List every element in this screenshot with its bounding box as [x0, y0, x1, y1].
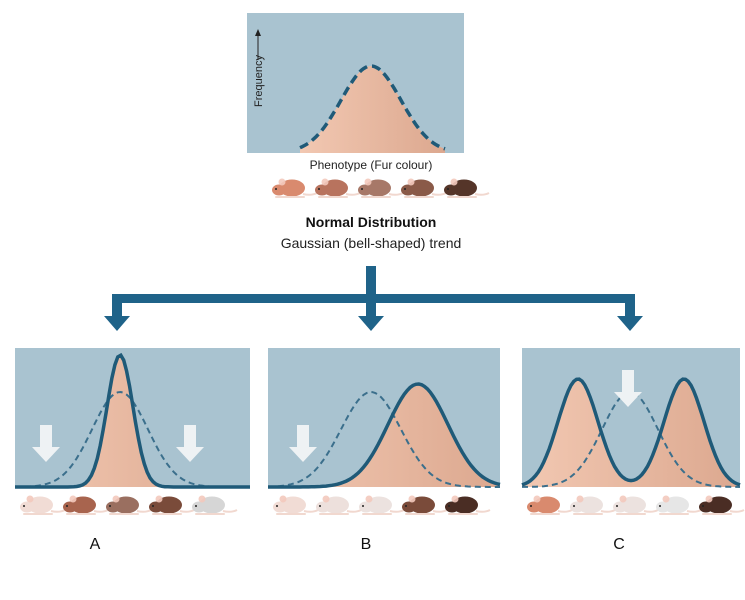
mouse-icon: [20, 495, 66, 515]
selected-distribution-fill: [15, 355, 250, 487]
panel-b: B: [267, 348, 501, 553]
mouse-icon: [358, 178, 404, 198]
title: Normal Distribution: [306, 214, 437, 230]
selected-distribution-curve: [521, 377, 741, 487]
subtitle: Gaussian (bell-shaped) trend: [281, 235, 462, 251]
mouse-icon: [570, 495, 616, 515]
mouse-icon: [359, 495, 405, 515]
branch-arrows: [104, 266, 643, 331]
mice-row: [20, 495, 238, 515]
mouse-icon: [613, 495, 659, 515]
top-distribution-panel: Frequency Phenotype (Fur colour) Normal …: [247, 13, 490, 251]
selection-pressure-arrow-icon: [176, 425, 204, 462]
mouse-icon: [656, 495, 702, 515]
panel-label: C: [613, 536, 625, 553]
selected-distribution-fill: [522, 379, 740, 487]
selection-pressure-arrow-icon: [614, 370, 642, 407]
panel-label: A: [90, 536, 101, 553]
selection-pressure-arrow-icon: [289, 425, 317, 462]
mouse-icon: [315, 178, 361, 198]
normal-curve: [299, 64, 446, 151]
y-axis-label: Frequency: [253, 55, 265, 107]
selected-distribution-curve: [15, 352, 250, 489]
mouse-icon: [401, 178, 447, 198]
mouse-icon: [63, 495, 109, 515]
x-axis-label: Phenotype (Fur colour): [310, 158, 433, 172]
mouse-icon: [402, 495, 448, 515]
original-distribution-curve: [267, 391, 500, 488]
normal-curve-fill: [300, 66, 445, 153]
panel-c: C: [521, 348, 745, 553]
mice-row: [527, 495, 745, 515]
panel-label: B: [361, 536, 372, 553]
panel-a: A: [15, 348, 250, 553]
mice-row-top: [272, 178, 490, 198]
mouse-icon: [273, 495, 319, 515]
mouse-icon: [272, 178, 318, 198]
mouse-icon: [445, 495, 491, 515]
frequency-axis-arrow: [255, 29, 261, 60]
mouse-icon: [192, 495, 238, 515]
mouse-icon: [106, 495, 152, 515]
mouse-icon: [699, 495, 745, 515]
selected-distribution-curve: [268, 382, 501, 489]
mouse-icon: [444, 178, 490, 198]
mouse-icon: [527, 495, 573, 515]
selection-pressure-arrow-icon: [32, 425, 60, 462]
mice-row: [273, 495, 491, 515]
mouse-icon: [149, 495, 195, 515]
mouse-icon: [316, 495, 362, 515]
